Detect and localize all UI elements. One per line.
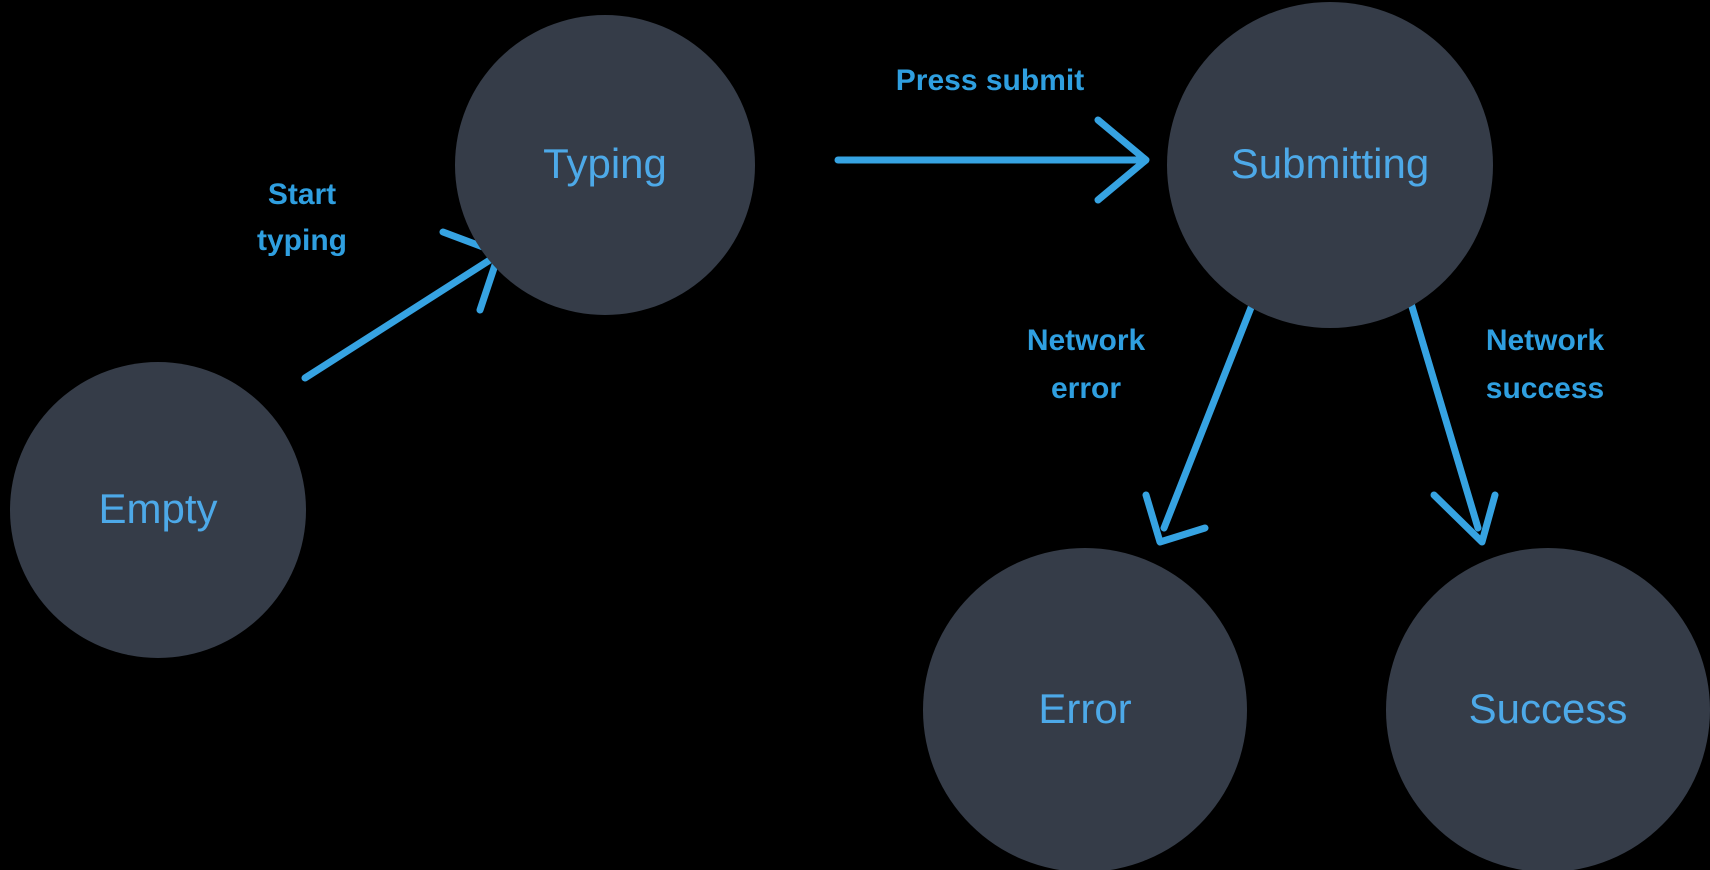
edge-submitting-to-success: Network success: [1406, 296, 1605, 546]
edge-submitting-to-error-arrowhead: [1142, 491, 1209, 546]
node-submitting-circle[interactable]: [1167, 2, 1493, 328]
edge-empty-to-typing: Start typing: [257, 178, 503, 382]
edge-submitting-to-error-line: [1160, 296, 1258, 532]
node-empty[interactable]: Empty: [10, 362, 306, 658]
node-submitting[interactable]: Submitting: [1167, 2, 1493, 328]
node-submitting-label: Submitting: [1231, 140, 1429, 187]
edge-typing-to-submitting: Press submit: [834, 64, 1150, 204]
edge-label-network-success-line2: success: [1486, 372, 1604, 405]
node-typing-circle[interactable]: [455, 15, 755, 315]
edge-empty-to-typing-line: [301, 254, 497, 382]
node-success[interactable]: Success: [1386, 548, 1710, 870]
edge-label-press-submit: Press submit: [896, 64, 1084, 97]
edge-label-start-typing-line1: Start: [268, 178, 336, 211]
node-success-label: Success: [1469, 685, 1628, 732]
node-typing[interactable]: Typing: [455, 15, 755, 315]
edge-label-network-error-line1: Network: [1027, 324, 1146, 357]
edge-submitting-to-error: Network error: [1027, 296, 1258, 546]
node-empty-label: Empty: [98, 485, 217, 532]
node-empty-circle[interactable]: [10, 362, 306, 658]
node-typing-label: Typing: [543, 140, 667, 187]
edge-typing-to-submitting-arrowhead: [1094, 116, 1150, 204]
node-error[interactable]: Error: [923, 548, 1247, 870]
edge-label-network-success-line1: Network: [1486, 324, 1605, 357]
edge-label-start-typing-line2: typing: [257, 224, 347, 257]
node-error-label: Error: [1038, 685, 1131, 732]
edge-submitting-to-success-line: [1406, 296, 1482, 532]
edge-submitting-to-success-arrowhead: [1430, 491, 1499, 546]
node-error-circle[interactable]: [923, 548, 1247, 870]
edge-label-network-error-line2: error: [1051, 372, 1121, 405]
node-success-circle[interactable]: [1386, 548, 1710, 870]
